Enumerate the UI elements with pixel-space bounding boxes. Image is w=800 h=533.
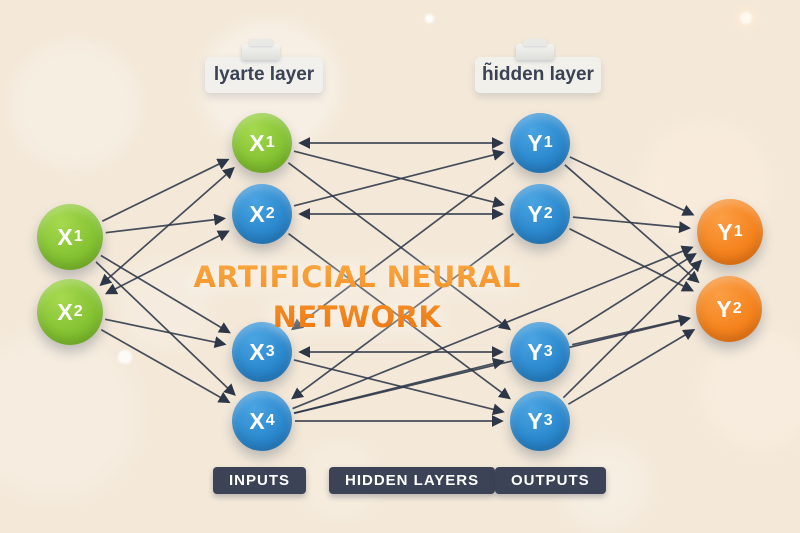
- inputs-badge-label: INPUTS: [229, 472, 291, 489]
- outputs-badge: OUTPUTS: [495, 467, 606, 494]
- edge-h1-x3-h2-y3b: [293, 359, 505, 416]
- edge-h2-y1-out-y1: [569, 156, 695, 216]
- edge-h2-y2-out-y1: [572, 216, 691, 234]
- inputs-badge: INPUTS: [213, 467, 307, 494]
- edge-h1-x1-h2-y2: [293, 150, 505, 208]
- edge-h1-x4-out-y1: [292, 245, 694, 410]
- edge-h2-y2-out-y2: [569, 228, 694, 292]
- title-line-1: ARTIFICIAL NEURAL: [193, 260, 521, 294]
- edge-h1-x1-h2-y3: [287, 162, 512, 331]
- edge-in-x1-h1-x2: [105, 213, 227, 234]
- edge-in-x2-h1-x4: [100, 329, 231, 404]
- edge-h2-y3b-out-y1: [562, 259, 703, 399]
- edge-in-x2-h1-x2: [104, 230, 230, 295]
- hidden-layers-badge: HIDDEN LAYERS: [329, 467, 496, 494]
- input-layer-tag-label: lyarte layer: [213, 64, 315, 85]
- edge-in-x2-h1-x3: [105, 318, 227, 348]
- title-line-2: NETWORK: [272, 300, 442, 334]
- edge-h2-y1-h1-x3: [290, 162, 515, 331]
- hidden-layer-tag-label: h̃idden layer: [482, 64, 594, 85]
- edge-h1-x2-h2-y1: [293, 149, 505, 207]
- edge-h1-x4-out-y2: [293, 315, 691, 415]
- input-layer-tag: lyarte layer: [205, 39, 323, 93]
- edge-h2-y2-h1-x4: [291, 233, 515, 400]
- pin-clip-icon: [515, 39, 554, 60]
- pin-clip-icon: [241, 39, 280, 60]
- outputs-badge-label: OUTPUTS: [511, 472, 590, 489]
- page-title: ARTIFICIAL NEURAL NETWORK: [167, 257, 547, 337]
- hidden-layers-badge-label: HIDDEN LAYERS: [345, 472, 480, 489]
- edge-h2-y3-out-y1: [567, 252, 697, 336]
- edge-h2-y3b-out-y2: [567, 328, 696, 405]
- hidden-layer-tag: h̃idden layer: [475, 39, 601, 93]
